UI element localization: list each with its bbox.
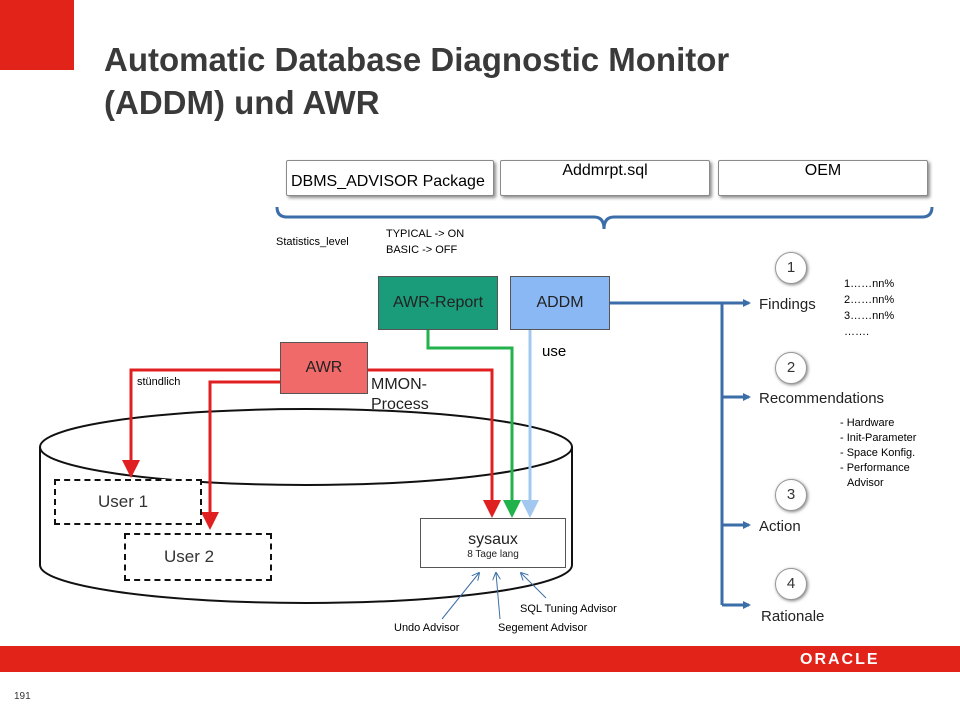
user-2-label: User 2 [164,547,215,566]
awr-box: AWR [280,342,368,394]
awr-report-to-sysaux-arrow [426,330,521,518]
page-title: Automatic Database Diagnostic Monitor (A… [104,38,729,124]
title-line-1: Automatic Database Diagnostic Monitor [104,41,730,78]
awr-to-user2-arrow [201,380,280,530]
segment-advisor-label: Segement Advisor [498,622,588,634]
title-line-2: (ADDM) und AWR [104,84,380,121]
recommendation-item: - Space Konfig. [840,447,916,459]
page-number: 191 [14,691,31,702]
awr-to-sysaux-arrow [368,368,501,518]
use-label: use [542,343,567,360]
step-4-circle: 4 [775,568,807,600]
step-action-label: Action [759,518,801,535]
recommendations-list: - Hardware - Init-Parameter - Space Konf… [840,416,916,491]
sql-tuning-advisor-label: SQL Tuning Advisor [520,603,617,615]
dbms-advisor-label: DBMS_ADVISOR Package [291,173,485,190]
typical-setting: TYPICAL -> ON [386,228,465,240]
recommendation-item: Advisor [847,477,884,489]
user-2-box: User 2 [124,533,272,581]
step-1-circle: 1 [775,252,807,284]
mmon-process-label: MMON- Process [371,375,429,415]
findings-list: 1……nn% 2……nn% 3……nn% ……. [844,276,894,340]
dbms-advisor-box: DBMS_ADVISOR Package [286,160,494,196]
sysaux-retention: 8 Tage lang [467,549,519,560]
addmrpt-box: Addmrpt.sql [500,160,710,196]
step-findings-label: Findings [759,296,816,313]
user-1-label: User 1 [98,492,149,511]
addm-box: ADDM [510,276,610,330]
sql-tuning-advisor-arrow [521,573,547,599]
mmon-line-1: MMON- [371,376,427,393]
brand-corner-square [0,0,74,70]
findings-item: 3……nn% [844,310,895,322]
awr-report-box: AWR-Report [378,276,498,330]
stundlich-label: stündlich [137,376,181,388]
basic-setting: BASIC -> OFF [386,244,458,256]
undo-advisor-label: Undo Advisor [394,622,460,634]
recommendation-item: - Init-Parameter [840,432,917,444]
mmon-line-2: Process [371,396,429,413]
step-rationale-label: Rationale [761,608,825,625]
addm-label: ADDM [536,294,584,311]
statistics-level-label: Statistics_level [276,236,349,248]
user-1-box: User 1 [54,479,202,525]
recommendation-item: - Performance [840,462,910,474]
findings-item: 2……nn% [844,294,895,306]
awr-report-label: AWR-Report [392,294,484,311]
sysaux-box: sysaux 8 Tage lang [420,518,566,568]
oem-box: OEM [718,160,928,196]
awr-to-user1-arrow [122,368,280,478]
addmrpt-label: Addmrpt.sql [562,162,648,179]
segment-advisor-arrow [496,573,500,620]
findings-item: ……. [844,326,870,338]
undo-advisor-arrow [441,573,479,620]
tools-bracket-shape [275,206,934,230]
step-recommendations-label: Recommendations [759,390,885,407]
sysaux-label: sysaux [468,531,518,548]
oracle-logo: ORACLE [800,651,880,668]
findings-item: 1……nn% [844,278,895,290]
oem-label: OEM [804,162,842,179]
step-2-circle: 2 [775,352,807,384]
step-3-circle: 3 [775,479,807,511]
awr-label: AWR [305,359,343,376]
footer-bar [0,646,960,672]
recommendation-item: - Hardware [840,417,895,429]
